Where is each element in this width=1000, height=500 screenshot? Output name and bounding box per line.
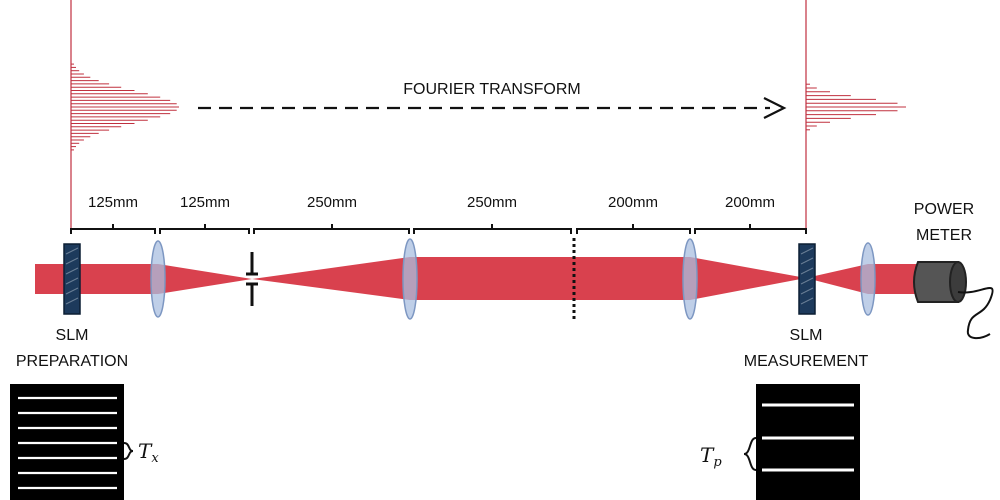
- slm-preparation: [63, 243, 81, 315]
- period-p-label: Tp: [700, 443, 722, 470]
- lens-icon: [402, 238, 418, 320]
- output-spectrum: [805, 0, 906, 232]
- distance-label: 125mm: [88, 194, 138, 211]
- fourier-transform-label: FOURIER TRANSFORM: [403, 81, 580, 98]
- power-meter-label-2: METER: [916, 227, 972, 244]
- distance-label: 250mm: [307, 194, 357, 211]
- distance-label: 125mm: [180, 194, 230, 211]
- lens-icon: [860, 242, 876, 316]
- distance-labels: 125mm 125mm 250mm 250mm 200mm 200mm: [88, 194, 775, 211]
- period-bracket-p: [743, 437, 757, 471]
- power-meter-icon: [913, 261, 994, 340]
- measurement-pattern: [756, 384, 860, 500]
- laser-beam: [35, 257, 918, 300]
- lens-icon: [682, 238, 698, 320]
- period-x-label: Tx: [138, 439, 159, 466]
- slm-measurement-label-1: SLM: [790, 327, 823, 344]
- iris-icon: [246, 252, 258, 306]
- distance-label: 200mm: [608, 194, 658, 211]
- period-bracket-x: [123, 442, 134, 460]
- slm-preparation-label-2: PREPARATION: [16, 353, 128, 370]
- distance-label: 250mm: [467, 194, 517, 211]
- lens-icon: [150, 240, 166, 318]
- input-spectrum: [70, 0, 179, 232]
- slm-preparation-label-1: SLM: [56, 327, 89, 344]
- preparation-pattern: [10, 384, 124, 500]
- distance-label: 200mm: [725, 194, 775, 211]
- distance-brackets: [70, 224, 807, 234]
- slm-measurement: [798, 243, 816, 315]
- power-meter-label-1: POWER: [914, 201, 974, 218]
- slm-measurement-label-2: MEASUREMENT: [744, 353, 869, 370]
- dashed-arrow-icon: [198, 97, 787, 119]
